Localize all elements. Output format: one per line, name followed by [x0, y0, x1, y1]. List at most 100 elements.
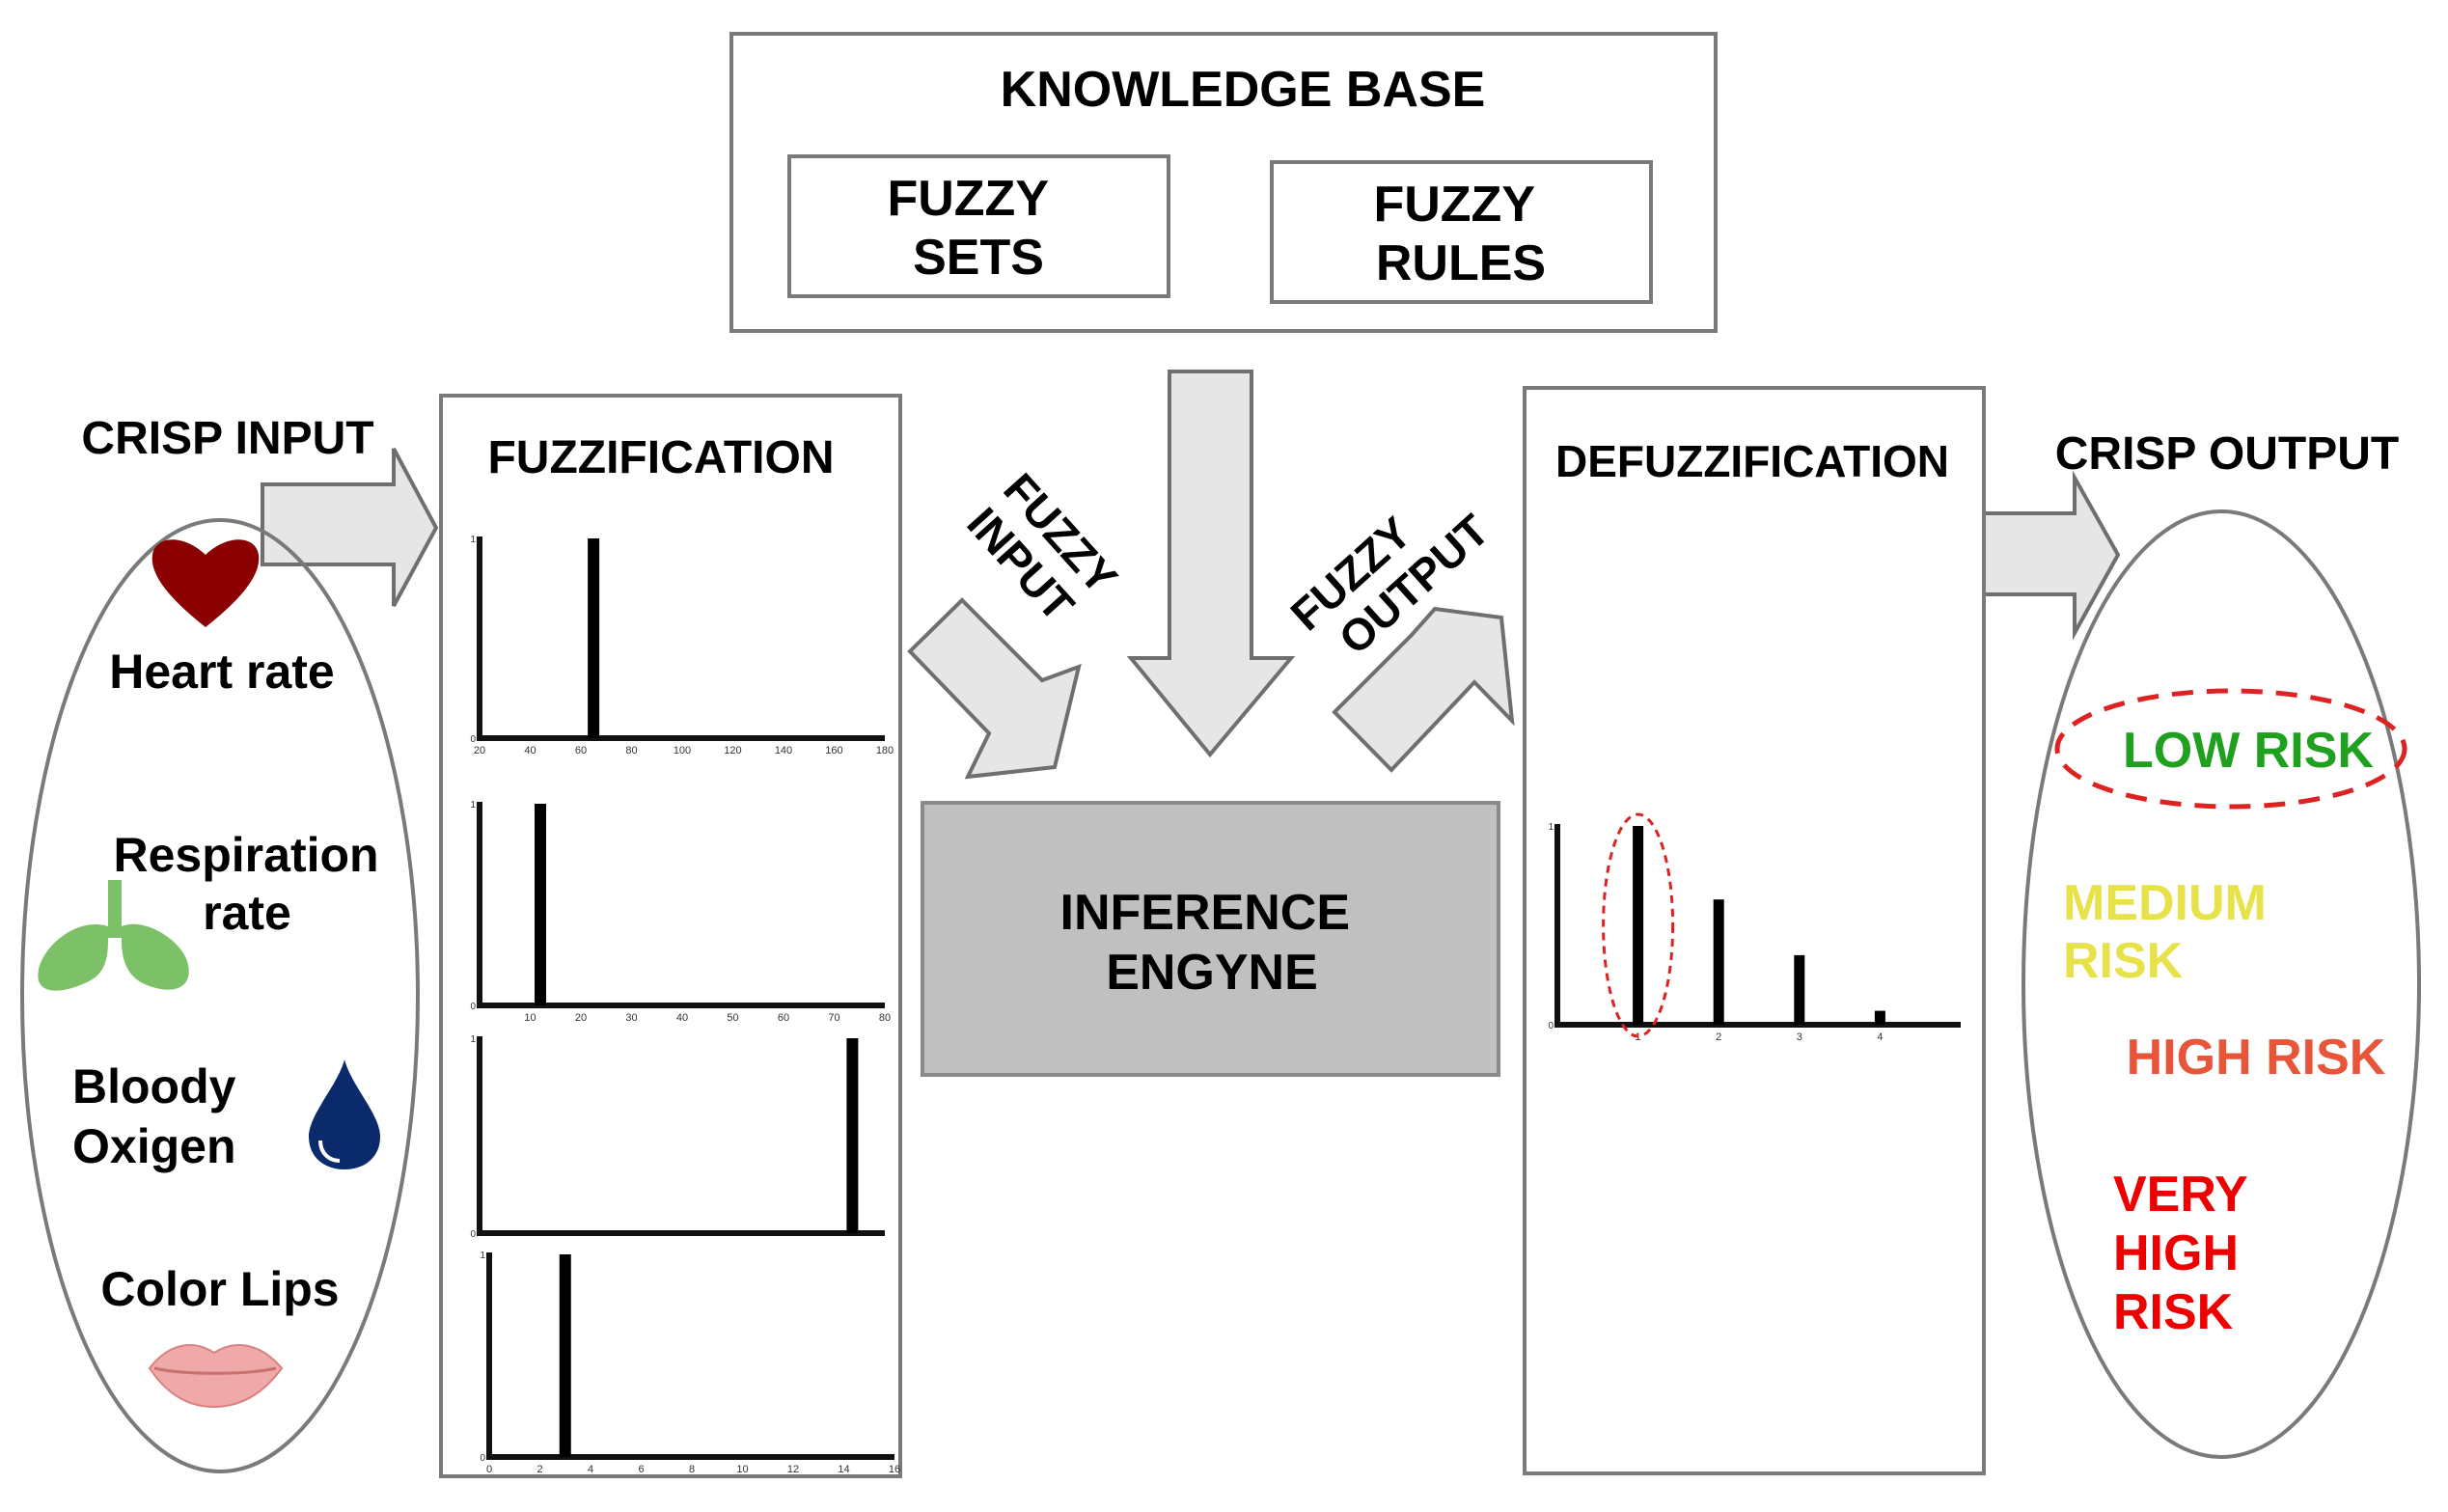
inference-engine-box	[921, 801, 1500, 1077]
very-high-risk-line3: RISK	[2113, 1284, 2234, 1340]
x-tick-label: 14	[838, 1464, 849, 1475]
selected-output-highlight	[1602, 812, 1675, 1038]
x-tick-label: 0	[486, 1464, 492, 1475]
input-panel: CRISP INPUT Heart rate Respiration rate …	[20, 413, 420, 1473]
svg-text:Bloody Oxigen: Bloody Oxigen	[72, 1059, 249, 1173]
y-tick-label: 1	[470, 535, 476, 545]
inference-engine: INFERENCE ENGYNE	[921, 801, 1500, 1077]
output-ellipse	[2022, 509, 2421, 1459]
y-tick-label: 0	[470, 1229, 476, 1240]
inference-line1: INFERENCE	[1060, 885, 1350, 941]
y-tick-label: 0	[1548, 1021, 1554, 1031]
x-tick-label: 3	[1797, 1031, 1802, 1043]
x-tick-label: 8	[689, 1464, 695, 1475]
fuzzy-sets-box	[787, 154, 1170, 298]
x-tick-label: 80	[879, 1012, 891, 1024]
low-risk-label: LOW RISK	[2123, 723, 2374, 779]
fuzzy-input-arrow	[907, 597, 1082, 780]
membership-bar	[559, 1254, 571, 1457]
fuzzification-box	[439, 394, 902, 1478]
bloody-oxigen-line2: Oxigen	[72, 1119, 235, 1173]
x-tick-label: 30	[625, 1012, 637, 1024]
heart-rate-label: Heart rate	[109, 645, 334, 699]
x-tick-label: 80	[625, 745, 637, 756]
respiration-rate-line2: rate	[203, 886, 291, 940]
crisp-input-label: CRISP INPUT	[81, 413, 373, 464]
lips-icon	[148, 1344, 284, 1409]
high-risk-label: HIGH RISK	[2127, 1030, 2386, 1086]
x-tick-label: 100	[674, 745, 691, 756]
membership-bar	[588, 538, 600, 738]
x-tick-label: 40	[676, 1012, 688, 1024]
drop-icon	[309, 1059, 380, 1169]
y-tick-label: 0	[470, 1002, 476, 1012]
respiration-rate-line1: Respiration	[114, 828, 379, 882]
crisp-input-arrow	[261, 448, 439, 607]
fuzzy-output-arrow	[1332, 606, 1515, 773]
fuzzy-rules-box	[1270, 160, 1653, 304]
bloody-oxigen-line1: Bloody	[72, 1059, 236, 1113]
medium-risk-line2: RISK	[2063, 933, 2184, 989]
color-lips-label: Color Lips	[100, 1262, 339, 1316]
membership-bar	[1794, 954, 1805, 1025]
fuzzification-title: FUZZIFICATION	[487, 432, 834, 483]
x-tick-label: 50	[727, 1012, 738, 1024]
svg-text:Respiration rate: Respiration rate	[114, 828, 393, 940]
y-tick-label: 0	[470, 734, 476, 745]
membership-bar	[535, 804, 546, 1005]
x-tick-label: 20	[474, 745, 485, 756]
x-tick-label: 4	[588, 1464, 593, 1475]
x-tick-label: 6	[638, 1464, 644, 1475]
inference-line2: ENGYNE	[1106, 945, 1318, 1001]
crisp-output-label: CRISP OUTPUT	[2055, 428, 2399, 480]
x-tick-label: 180	[876, 745, 894, 756]
y-tick-label: 1	[1548, 822, 1554, 833]
x-tick-label: 2	[536, 1464, 542, 1475]
svg-text:FUZZY SETS: FUZZY SETS	[887, 171, 1061, 286]
membership-bar	[1874, 1010, 1885, 1025]
y-tick-label: 0	[480, 1453, 485, 1464]
x-tick-label: 160	[825, 745, 842, 756]
fuzzy-sets-line1: FUZZY	[887, 171, 1048, 227]
lungs-icon	[38, 880, 189, 991]
knowledge-base-title: KNOWLEDGE BASE	[1001, 62, 1486, 118]
defuzzification-title: DEFUZZIFICATION	[1555, 436, 1949, 486]
knowledge-down-arrow	[1126, 370, 1296, 758]
x-tick-label: 10	[736, 1464, 748, 1475]
x-tick-label: 120	[724, 745, 741, 756]
input-ellipse	[20, 518, 420, 1473]
membership-bar	[1633, 826, 1644, 1025]
fuzzy-rules-line2: RULES	[1376, 235, 1546, 291]
fuzzy-sets-line2: SETS	[913, 230, 1044, 286]
very-high-risk-line2: HIGH	[2113, 1225, 2239, 1281]
y-tick-label: 1	[470, 800, 476, 811]
membership-bar	[1713, 899, 1724, 1025]
x-tick-label: 70	[828, 1012, 839, 1024]
x-tick-label: 20	[575, 1012, 587, 1024]
x-tick-label: 60	[575, 745, 587, 756]
heart-icon	[151, 539, 260, 627]
svg-text:INFERENCE ENGYNE: INFERENCE ENGYNE	[1060, 885, 1364, 1001]
output-panel: CRISP OUTPUT LOW RISK MEDIUM RISK HIGH R…	[2022, 428, 2421, 1459]
svg-text:MEDIUM RISK: MEDIUM RISK	[2063, 875, 2280, 989]
x-tick-label: 16	[889, 1464, 900, 1475]
x-tick-label: 2	[1716, 1031, 1721, 1043]
x-tick-label: 140	[775, 745, 792, 756]
blood-oxygen-membership-chart: 01	[470, 1034, 885, 1240]
arrows	[261, 370, 2121, 780]
svg-text:FUZZY INPUT: FUZZY INPUT	[957, 463, 1135, 646]
very-high-risk-line1: VERY	[2113, 1167, 2247, 1223]
fuzzy-rules-line1: FUZZY	[1373, 177, 1534, 233]
medium-risk-line1: MEDIUM	[2063, 875, 2267, 931]
svg-text:FUZZY RULES: FUZZY RULES	[1373, 177, 1548, 291]
y-tick-label: 1	[470, 1034, 476, 1045]
defuzzification-box	[1523, 386, 1986, 1475]
x-tick-label: 40	[524, 745, 536, 756]
svg-text:VERY HIGH RISK: VERY HIGH RISK	[2113, 1167, 2261, 1340]
